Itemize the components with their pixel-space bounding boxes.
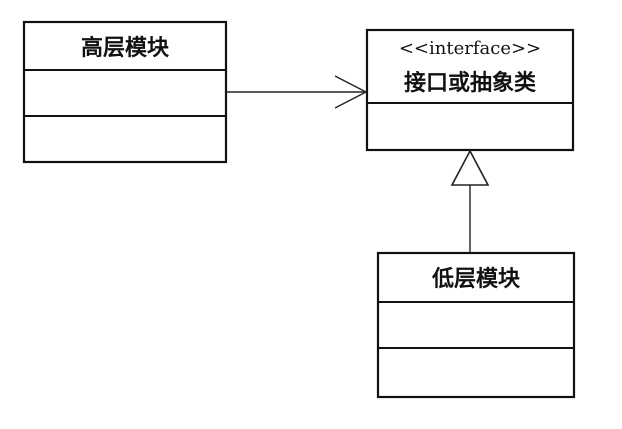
low-module-name: 低层模块 [431,267,521,292]
dependency-arrow [226,75,368,109]
interface-class: <<interface>> 接口或抽象类 [365,28,575,152]
low-module-box [376,251,576,399]
high-module-box [22,20,228,164]
interface-box [365,28,575,152]
high-module-class: 高层模块 [22,20,228,164]
open-arrowhead-icon [334,75,368,109]
interface-name: 接口或抽象类 [404,70,537,96]
low-module-class: 低层模块 [376,251,576,399]
high-module-name: 高层模块 [81,35,170,61]
hollow-triangle-icon [450,149,490,186]
realization-arrow [450,149,490,253]
interface-stereotype: <<interface>> [399,38,541,59]
